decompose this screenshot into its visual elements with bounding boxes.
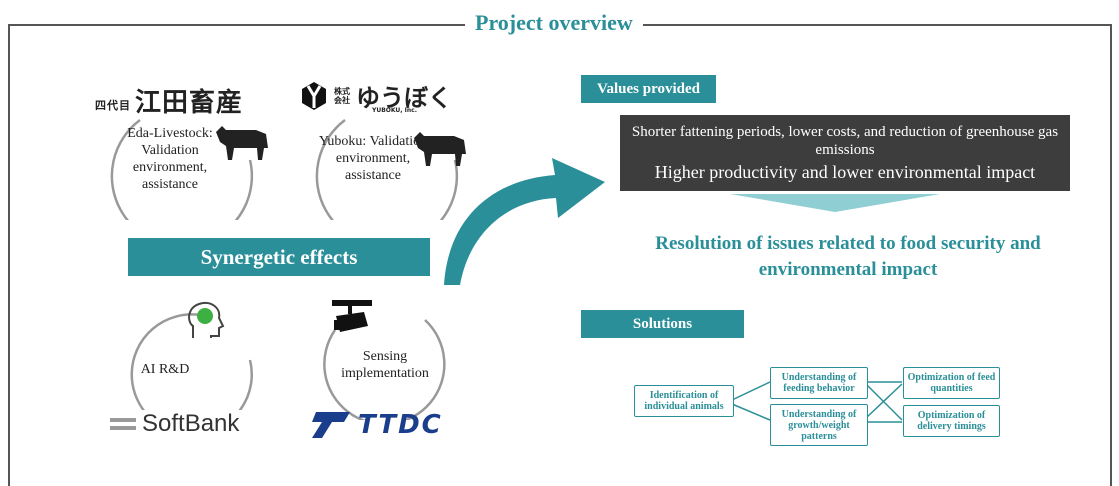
cow-icon <box>216 126 268 160</box>
values-box: Shorter fattening periods, lower costs, … <box>620 115 1070 191</box>
yuboku-kabushiki-label: 株式 会社 <box>334 86 350 105</box>
ttdc-logo: TTDC <box>310 410 443 440</box>
yuboku-description: Yuboku: Validation environment, assistan… <box>318 134 428 183</box>
softbank-circle <box>130 313 253 410</box>
softbank-logo-text: SoftBank <box>142 410 240 437</box>
ai-head-brain-icon <box>188 302 225 338</box>
softbank-description: AI R&D <box>140 362 190 377</box>
synergetic-effects-banner: Synergetic effects <box>128 238 430 276</box>
softbank-bars-icon <box>110 418 136 430</box>
solution-node-identification: Identification of individual animals <box>634 385 734 417</box>
solution-node-feeding: Understanding of feeding behavior <box>770 367 868 399</box>
solutions-tag: Solutions <box>581 310 744 338</box>
eda-logo-prefix: 四代目 <box>95 100 131 113</box>
yuboku-logo-sub: YUBOKU, Inc. <box>372 107 418 114</box>
yuboku-mark-icon <box>302 81 326 110</box>
ttdc-description: Sensing implementation <box>341 349 429 381</box>
cow-icon <box>414 132 466 166</box>
eda-logo-main: 江田畜産 <box>135 88 244 117</box>
ttdc-circle <box>323 319 446 420</box>
resolution-text: Resolution of issues related to food sec… <box>655 233 1041 280</box>
solution-node-growth: Understanding of growth/weight patterns <box>770 404 868 446</box>
page-title: Project overview <box>465 10 643 36</box>
values-provided-tag: Values provided <box>581 75 716 103</box>
eda-circle <box>110 118 254 220</box>
security-camera-icon <box>332 300 372 332</box>
solution-node-delivery-optimization: Optimization of delivery timings <box>903 405 1000 437</box>
solution-node-feed-optimization: Optimization of feed quantities <box>903 367 1000 399</box>
values-line-1: Shorter fattening periods, lower costs, … <box>631 124 1059 158</box>
softbank-logo: SoftBank <box>110 410 239 438</box>
values-line-2: Higher productivity and lower environmen… <box>654 162 1036 182</box>
ttdc-logo-text: TTDC <box>358 410 443 440</box>
curved-arrow-icon <box>444 158 605 285</box>
yuboku-logo-main: ゆうぼく <box>356 84 452 112</box>
eda-livestock-logo: 四代目江田畜産 <box>95 82 243 119</box>
ttdc-mark-icon <box>312 412 350 438</box>
solutions-connectors <box>731 381 903 423</box>
eda-description: Eda-Livestock: Validation environment, a… <box>127 126 213 192</box>
down-triangle-icon <box>730 194 940 212</box>
yuboku-logo: 株式 会社 ゆうぼく YUBOKU, Inc. <box>300 78 452 114</box>
yuboku-circle <box>315 118 459 220</box>
